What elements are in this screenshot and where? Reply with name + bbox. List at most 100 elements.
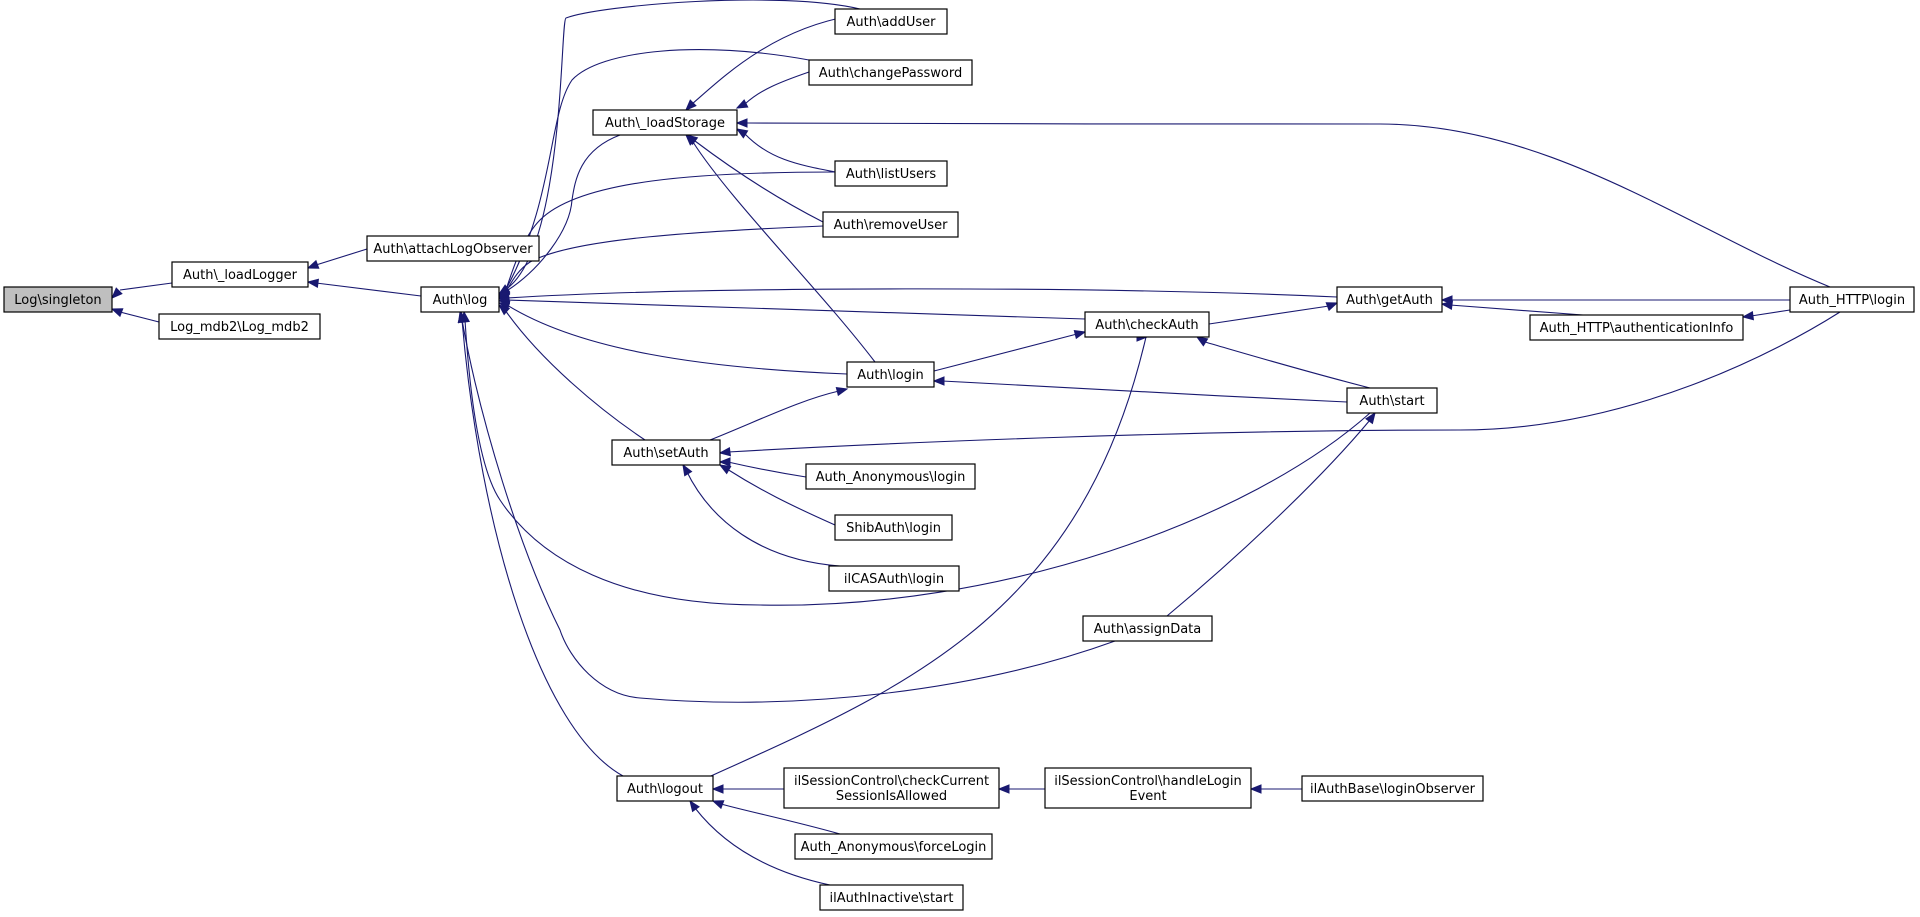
node-n19[interactable]: ilCASAuth\login <box>828 565 960 592</box>
node-box <box>834 8 948 35</box>
arrowhead <box>835 386 849 397</box>
edge-line <box>504 309 646 441</box>
node-label: Auth\start <box>1359 394 1424 409</box>
edge-line <box>1166 419 1371 617</box>
edge-line <box>720 803 841 835</box>
node-n7[interactable]: Auth\_loadStorage <box>592 109 738 136</box>
node-n25[interactable]: Auth_Anonymous\forceLogin <box>794 833 993 860</box>
edge-n24-to-n23 <box>1249 784 1302 794</box>
node-n21[interactable]: Auth\logout <box>616 775 714 802</box>
edge-n12-to-n16 <box>718 311 1841 457</box>
node-n26[interactable]: ilAuthInactive\start <box>819 884 964 911</box>
arrowhead <box>718 457 731 467</box>
node-box <box>420 286 500 313</box>
edge-line <box>694 140 824 223</box>
node-label: Auth\addUser <box>847 15 937 30</box>
arrowhead <box>1365 411 1376 425</box>
edge-line <box>461 319 624 777</box>
node-n4[interactable]: Auth\log <box>420 286 500 313</box>
node-n13[interactable]: Auth_HTTP\authenticationInfo <box>1529 314 1744 341</box>
node-n2[interactable]: Log_mdb2\Log_mdb2 <box>158 313 321 340</box>
node-n11[interactable]: Auth\checkAuth <box>1084 311 1210 338</box>
node-box <box>834 514 953 541</box>
arrowhead <box>689 799 700 813</box>
node-n9[interactable]: Auth\removeUser <box>822 211 959 238</box>
node-n8[interactable]: Auth\listUsers <box>834 160 948 187</box>
edge-line <box>504 49 810 292</box>
arrowhead <box>1325 302 1339 312</box>
node-n17[interactable]: Auth_Anonymous\login <box>805 463 976 490</box>
edge-n12-to-n7 <box>735 118 1831 288</box>
edge-line <box>694 807 831 886</box>
node-label: SessionIsAllowed <box>836 789 947 804</box>
arrowhead <box>735 128 749 139</box>
edge-line <box>506 288 1338 299</box>
node-label: Auth\removeUser <box>834 218 949 233</box>
edge-n12-to-n10 <box>1440 295 1790 305</box>
edge-line <box>685 469 841 567</box>
edge-n19-to-n16 <box>682 463 841 567</box>
node-box <box>171 261 309 288</box>
edge-n6-to-n4 <box>497 49 810 296</box>
edge-line <box>1449 304 1584 316</box>
node-label: ilAuthBase\loginObserver <box>1310 782 1476 797</box>
edge-n7-to-n4 <box>497 134 621 297</box>
node-box <box>846 361 935 388</box>
node-n24[interactable]: ilAuthBase\loginObserver <box>1301 775 1484 802</box>
edge-n16-to-n14 <box>709 386 849 441</box>
arrowhead <box>111 287 123 299</box>
edge-n9-to-n7 <box>685 134 824 223</box>
node-n3[interactable]: Auth\attachLogObserver <box>366 235 540 262</box>
node-n15[interactable]: Auth\start <box>1346 387 1438 414</box>
edge-n26-to-n21 <box>689 799 831 886</box>
node-label: Auth\listUsers <box>846 167 937 182</box>
node-box <box>794 833 993 860</box>
node-box <box>1529 314 1744 341</box>
node-label: Auth\_loadLogger <box>183 268 298 283</box>
edge-line <box>504 0 861 291</box>
edge-line <box>744 133 836 173</box>
arrowhead <box>457 310 468 324</box>
edge-n21-to-n4 <box>457 310 624 777</box>
edge-line <box>933 333 1078 372</box>
node-n6[interactable]: Auth\changePassword <box>808 59 973 86</box>
node-label: Auth\setAuth <box>623 446 708 461</box>
arrowhead <box>997 784 1010 794</box>
edge-n22-to-n21 <box>711 784 784 794</box>
edge-line <box>119 311 160 323</box>
edge-line <box>744 71 810 105</box>
edge-line <box>506 304 848 375</box>
node-box <box>783 767 1000 809</box>
node-n18[interactable]: ShibAuth\login <box>834 514 953 541</box>
node-n14[interactable]: Auth\login <box>846 361 935 388</box>
edge-layer <box>110 0 1841 886</box>
arrowhead <box>1073 329 1087 340</box>
arrowhead <box>718 464 732 475</box>
arrowhead <box>711 800 725 810</box>
node-label: Auth\_loadStorage <box>605 116 725 131</box>
arrowhead <box>685 99 697 111</box>
edge-n1-to-n0 <box>111 282 173 299</box>
node-n10[interactable]: Auth\getAuth <box>1336 286 1443 313</box>
edge-n14-to-n11 <box>933 329 1087 372</box>
node-n1[interactable]: Auth\_loadLogger <box>171 261 309 288</box>
edge-n23-to-n22 <box>997 784 1045 794</box>
edge-n10-to-n4 <box>497 288 1338 303</box>
arrowhead <box>1741 310 1755 321</box>
node-n0[interactable]: Log\singleton <box>3 286 113 313</box>
edge-line <box>699 336 1147 782</box>
node-n22[interactable]: ilSessionControl\checkCurrentSessionIsAl… <box>783 767 1000 809</box>
node-label: Log\singleton <box>14 293 101 308</box>
node-n16[interactable]: Auth\setAuth <box>611 439 721 466</box>
edge-line <box>709 390 840 441</box>
node-n12[interactable]: Auth_HTTP\login <box>1789 286 1915 313</box>
edge-n15-to-n14 <box>932 376 1348 403</box>
node-box <box>592 109 738 136</box>
arrowhead <box>685 134 697 146</box>
node-n20[interactable]: Auth\assignData <box>1082 615 1213 642</box>
node-n5[interactable]: Auth\addUser <box>834 8 948 35</box>
edge-n13-to-n10 <box>1440 300 1584 316</box>
edge-n9-to-n4 <box>497 225 824 299</box>
node-box <box>611 439 721 466</box>
